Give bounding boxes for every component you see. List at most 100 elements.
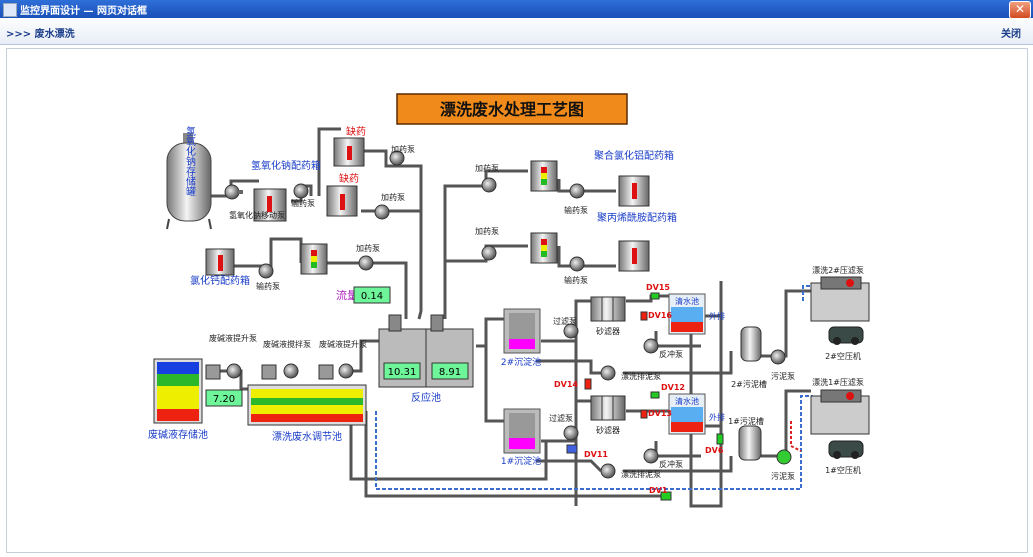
compressor-1-label: 1#空压机 [825,465,861,475]
naoh-transfer-pump[interactable] [224,184,243,200]
reaction-tank-label: 反应池 [411,391,441,404]
shortage-tank-1[interactable]: 缺药 [333,125,366,167]
sludge-pump-1[interactable] [776,449,792,465]
cacl-tank[interactable]: 氯化钙配药箱 [190,248,250,287]
shortage-tank-2[interactable]: 缺药 [326,172,359,217]
flow-label: 流量 [336,288,358,302]
valve-dv12[interactable] [650,391,660,399]
pam-label: 聚丙烯酰胺配药箱 [597,211,677,224]
valve-dv1[interactable] [660,491,672,501]
dosing-pump-5[interactable] [358,255,374,271]
sludge-discharge-pump-1[interactable] [600,463,616,479]
naoh-storage-label: 氢氧化钠存储罐 [184,125,196,197]
alkali-lift-pump-2[interactable] [338,363,354,379]
red-line [790,421,802,452]
process-canvas: 漂洗废水处理工艺图 氢氧化钠存储罐 氢氧化钠配药箱 [6,48,1028,553]
window-close-button[interactable]: ✕ [1009,1,1031,19]
press-pump-2-label: 漂洗2#压滤泵 [812,265,864,275]
valve-dv16[interactable] [640,311,648,321]
compressor-1[interactable]: 1#空压机 [825,440,864,475]
valve-dv13[interactable] [640,409,648,419]
discharge-2-label: 外排 [709,311,725,321]
sludge-pump-2[interactable] [770,349,786,365]
sludge-tank-2[interactable]: 2#污泥槽 [731,326,767,389]
cacl-feed-pump[interactable] [258,263,274,279]
flow-readout: 0.14 [353,286,391,304]
waste-alkali-value: 7.20 [213,394,235,405]
valve-dv14[interactable] [584,378,592,390]
dosing-pump-2[interactable] [374,204,390,220]
alkali-mix-pump[interactable] [283,363,299,379]
filter-press-1[interactable]: 漂洗1#压滤泵 [810,377,870,435]
clear-pool-2[interactable]: 清水池 [668,293,706,335]
sludge-pump-2-label: 污泥泵 [771,371,795,381]
backwash-pump-1[interactable] [643,448,659,464]
sludge-tank-2-label: 2#污泥槽 [731,379,767,389]
sand-filter-1[interactable]: 砂滤器 [590,395,626,435]
pam-level-tank[interactable] [530,232,558,264]
cacl-mix-tank[interactable] [300,243,328,275]
reaction-left-readout [383,362,421,380]
sludge-discharge-pump-2[interactable] [600,365,616,381]
valve-dv6[interactable] [716,433,724,445]
valve-dv11-label: DV11 [584,450,608,459]
regulating-pool[interactable]: 漂洗废水调节池 [247,384,367,443]
pac-feed-pump[interactable] [569,183,585,199]
discharge-1-label: 外排 [709,412,725,422]
dosing-label-2: 加药泵 [381,192,405,202]
naoh-mix-tank[interactable]: 氢氧化钠配药箱 [251,159,321,222]
dosing-pump-4[interactable] [481,245,497,261]
sludge-pump-1-label: 污泥泵 [771,471,795,481]
window-titlebar: 监控界面设计 — 网页对话框 ✕ [0,0,1033,19]
waste-alkali-pool[interactable]: 废碱液存储池 [148,358,208,441]
lift-pump-label-3: 废碱液提升泵 [319,339,367,349]
valve-dv15[interactable] [650,292,660,300]
alkali-lift-pump-1[interactable] [226,363,242,379]
pam-tank[interactable]: 聚丙烯酰胺配药箱 [597,211,677,272]
pac-tank[interactable]: 聚合氯化铝配药箱 [594,149,674,207]
pac-level-tank[interactable] [530,160,558,192]
lift-pump-label-1: 废碱液提升泵 [209,333,257,343]
naoh-feed-pump[interactable] [293,183,309,199]
clear-pool-1[interactable]: 清水池 [668,393,706,435]
breadcrumb[interactable]: >>> 废水漂洗 [6,29,75,40]
sed-tank-2-label: 2#沉淀池 [501,356,541,368]
naoh-storage-tank[interactable]: 氢氧化钠存储罐 [166,125,212,230]
filter-press-2[interactable]: 漂洗2#压滤泵 [810,265,870,322]
clear-pool-1-label: 清水池 [675,396,699,406]
valves [566,292,724,501]
compressor-2[interactable]: 2#空压机 [825,326,864,361]
valve-dv15-label: DV15 [646,283,670,292]
diagram-title: 漂洗废水处理工艺图 [440,100,584,119]
pam-feed-pump[interactable] [569,256,585,272]
sand-filter-2-label: 砂滤器 [596,326,620,336]
dosing-pump-1[interactable] [389,150,405,166]
sed-tank-1-label: 1#沉淀池 [501,455,541,467]
valve-dv6-label: DV6 [705,446,724,455]
backwash-2-label: 反冲泵 [659,349,683,359]
dosing-label-4: 加药泵 [475,226,499,236]
dosing-pump-3[interactable] [481,177,497,193]
sludge-tank-1-label: 1#污泥槽 [728,416,764,426]
reaction-left-value: 10.31 [388,367,417,378]
valve-dv13-label: DV13 [648,409,672,418]
dosing-label-1: 加药泵 [391,144,415,154]
sedimentation-tank-2[interactable]: 2#沉淀池 [501,308,541,368]
reaction-tank[interactable]: 10.31 8.91 反应池 [378,314,474,404]
close-link[interactable]: 关闭 [1001,29,1021,40]
feed-pump-label-4: 输药泵 [564,275,588,285]
backwash-pump-2[interactable] [643,338,659,354]
reaction-right-readout [431,362,469,380]
filter-pump-2[interactable] [563,323,579,339]
filter-pump-1[interactable] [563,425,579,441]
sand-filter-2[interactable]: 砂滤器 [590,296,626,336]
reaction-right-value: 8.91 [439,367,461,378]
cacl-label: 氯化钙配药箱 [190,274,250,287]
valve-labels: DV15 DV16 DV14 DV12 DV13 DV11 DV6 DV1 [554,283,724,495]
process-diagram: 漂洗废水处理工艺图 氢氧化钠存储罐 氢氧化钠配药箱 [148,93,870,508]
shortage-label-1: 缺药 [346,125,366,138]
naoh-mix-label: 氢氧化钠配药箱 [251,159,321,172]
sedimentation-tank-1[interactable]: 1#沉淀池 [501,408,541,467]
valve-dv11[interactable] [566,444,578,454]
sludge-tank-1[interactable]: 1#污泥槽 [728,416,764,461]
